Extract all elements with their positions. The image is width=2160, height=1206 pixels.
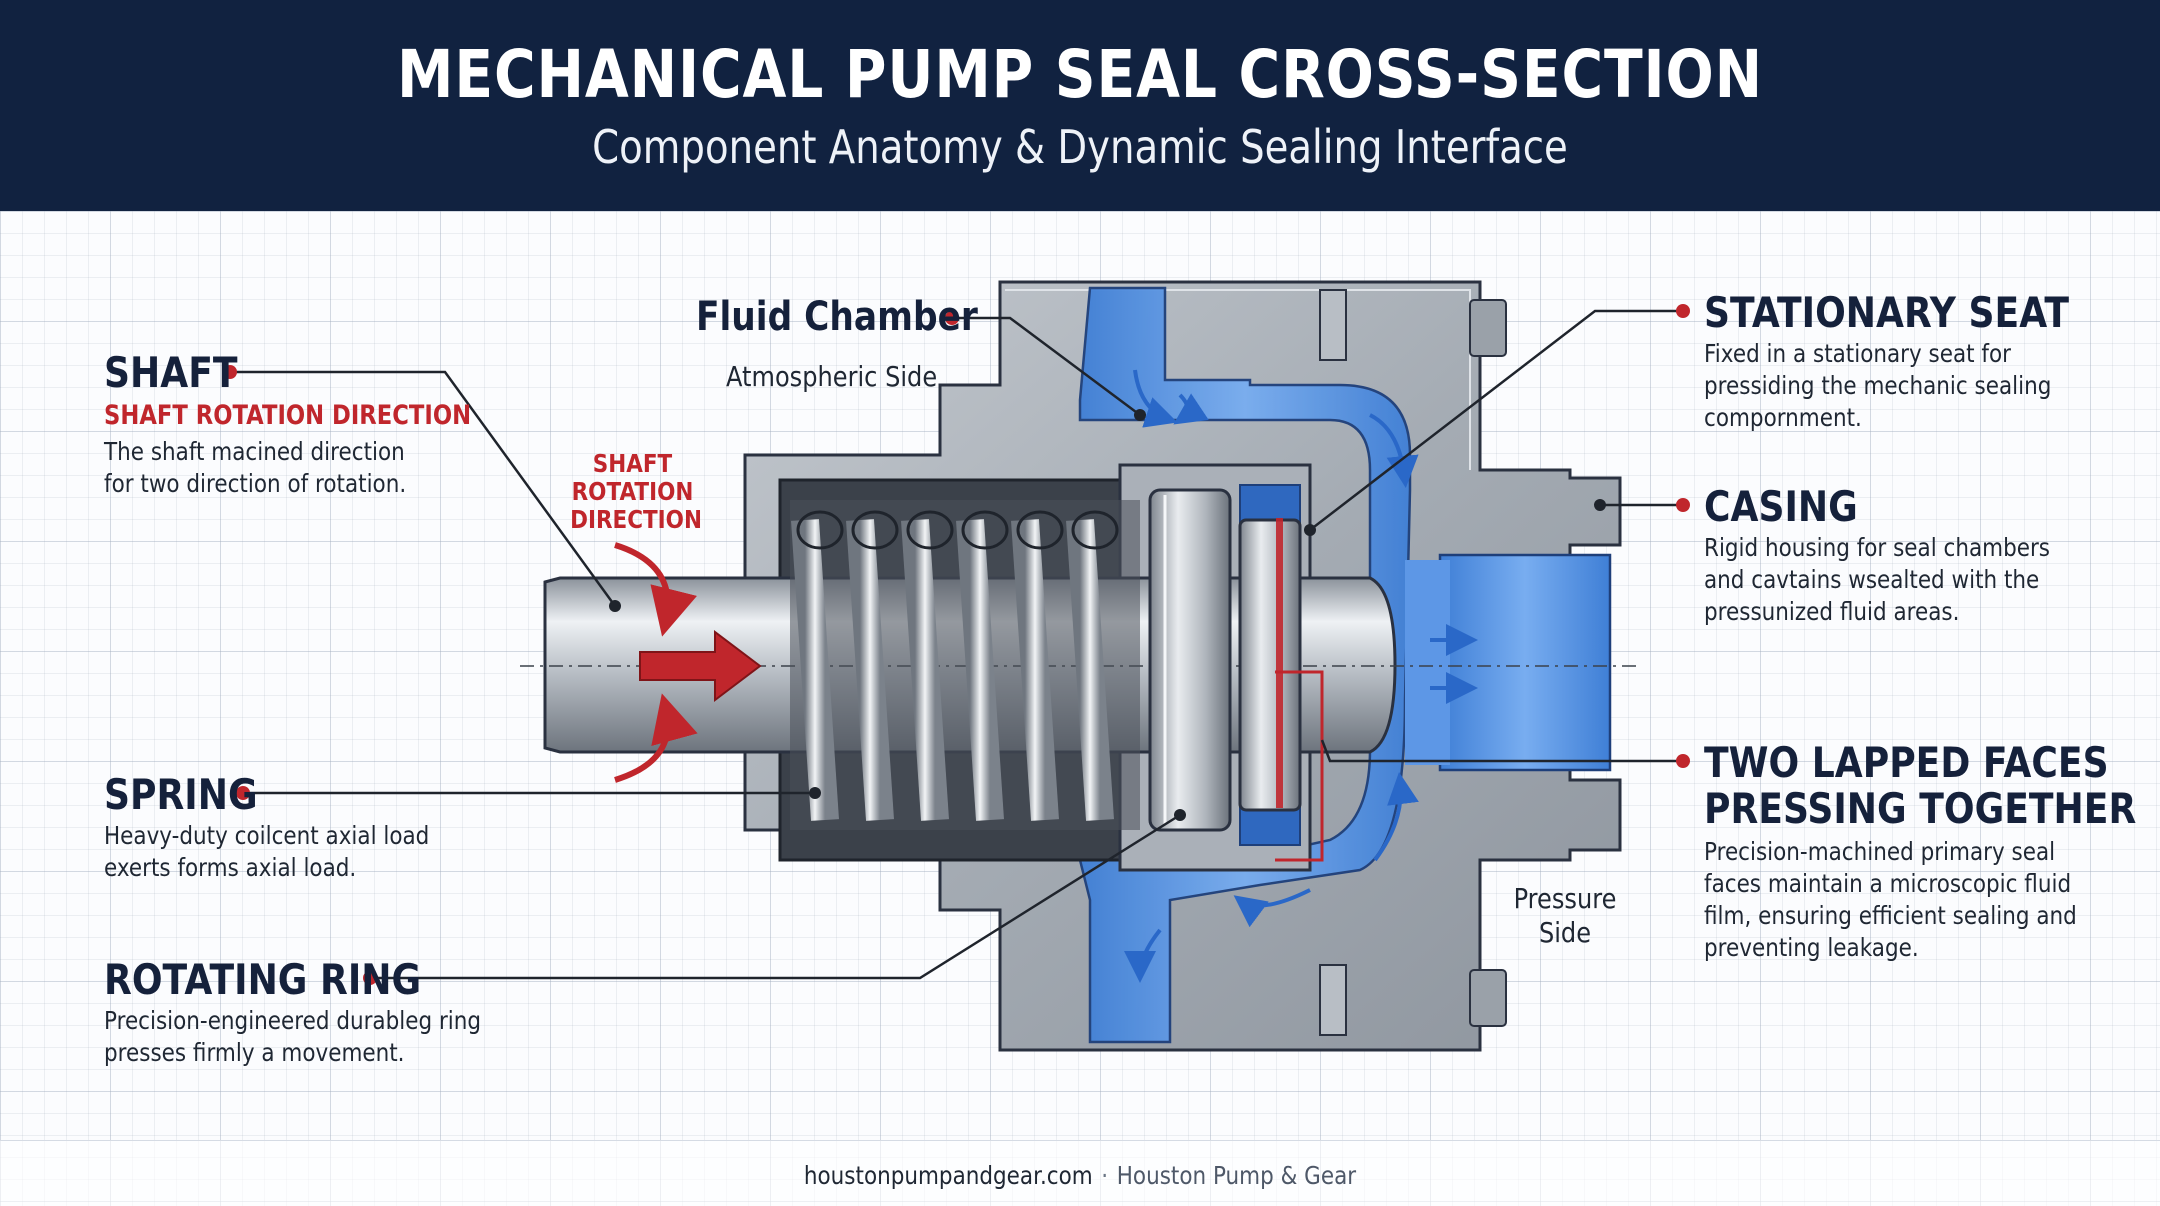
fluid-chamber-leader [952,316,1141,417]
spring-description: Heavy-duty coilcent axial load exerts fo… [104,821,430,882]
rotating-ring-heading: ROTATING RING [104,955,422,1004]
lapped-faces-heading-line2: PRESSING TOGETHER [1704,784,2137,833]
footer-company-name: Houston Pump & Gear [1116,1161,1357,1190]
rotating-ring-description: Precision-engineered durableg ring press… [104,1006,482,1067]
header-banner: MECHANICAL PUMP SEAL CROSS-SECTION Compo… [0,0,2160,211]
leader-lines [230,309,1683,980]
atmospheric-side-label: Atmospheric Side [726,360,938,393]
rotating-ring-leader [370,813,1181,980]
page-subtitle: Component Anatomy & Dynamic Sealing Inte… [592,120,1568,174]
stationary-seat-heading: STATIONARY SEAT [1704,288,2070,337]
casing-heading: CASING [1704,482,1858,531]
shaft-heading: SHAFT [104,348,238,397]
stationary-seat-description: Fixed in a stationary seat for pressidin… [1704,339,2052,432]
lapped-faces-heading-line1: TWO LAPPED FACES [1704,738,2109,787]
lapped-faces-interface [1275,518,1324,862]
fluid-chamber-heading: Fluid Chamber [696,294,978,340]
target-dots [609,409,1606,821]
footer: houstonpumpandgear.com ·Houston Pump & Ge… [0,1140,2160,1206]
shaft-leader [230,370,617,607]
shaft-rotation-callout: SHAFT ROTATION DIRECTION [570,449,702,534]
casing-description: Rigid housing for seal chambers and cavt… [1704,533,2051,626]
lapped-faces-leader [1320,739,1683,763]
stationary-seat [1238,518,1302,812]
spring-heading: SPRING [104,770,258,819]
spring [790,500,1140,830]
footer-line: houstonpumpandgear.com ·Houston Pump & Ge… [151,1161,2009,1190]
shaft-rotation-subheading: SHAFT ROTATION DIRECTION [104,400,472,431]
fluid-passages [1078,286,1612,1044]
footer-separator: · [1101,1161,1109,1190]
lapped-faces-description: Precision-machined primary seal faces ma… [1704,837,2077,962]
page-title: MECHANICAL PUMP SEAL CROSS-SECTION [396,36,1764,113]
fluid-flow-arrows [1124,369,1478,983]
stationary-seat-leader [1309,309,1683,531]
leader-dots [223,304,1690,985]
footer-website-link[interactable]: houstonpumpandgear.com [803,1161,1093,1190]
shaft-description: The shaft macined direction for two dire… [104,437,407,498]
shaft-rotation-arrows [614,542,762,783]
pressure-side-label: Pressure Side [1513,882,1617,949]
rotating-ring [1148,488,1232,832]
